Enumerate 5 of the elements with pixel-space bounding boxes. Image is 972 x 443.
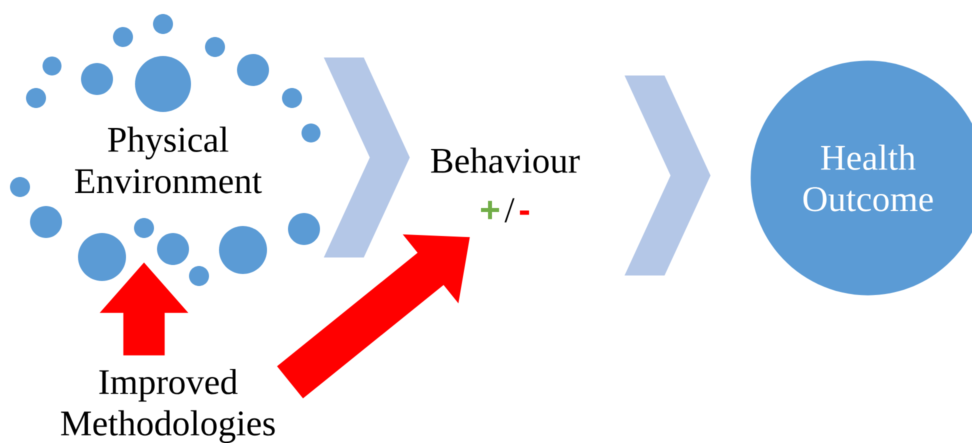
text-label: Behaviour +/- bbox=[431, 148, 580, 222]
chevron-arrow bbox=[324, 58, 410, 258]
text-label: Physical Environment bbox=[75, 126, 262, 194]
chevron-arrow bbox=[624, 76, 711, 276]
text-label: Improved Methodologies bbox=[61, 368, 275, 443]
